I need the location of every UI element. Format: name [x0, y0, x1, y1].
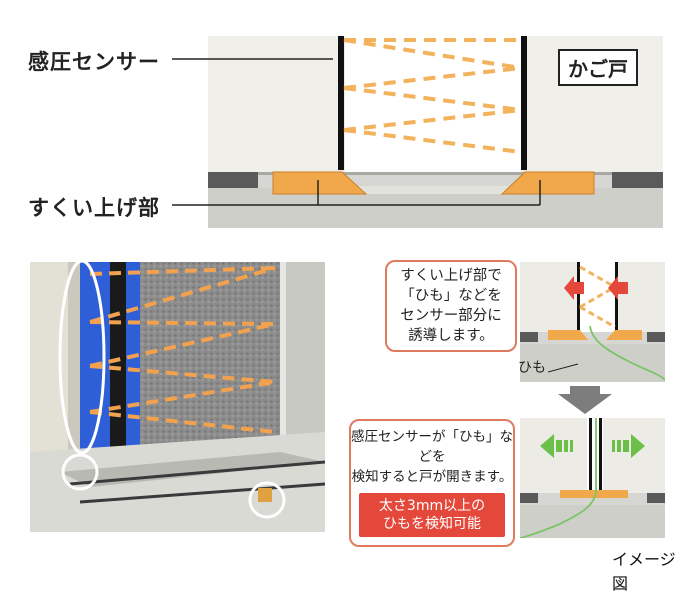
step2-string — [520, 418, 597, 538]
lift-highlight-right — [248, 481, 286, 519]
left-lift-part — [272, 171, 368, 195]
step1-lift-right — [606, 330, 642, 340]
right-lift-part — [500, 171, 595, 195]
guide-bubble: すくい上げ部で 「ひも」などを センサー部分に 誘導します。 — [385, 260, 517, 352]
down-arrow-icon — [558, 386, 612, 414]
pressure-sensor-label: 感圧センサー — [28, 50, 160, 74]
step1-string — [589, 325, 665, 381]
sill-groove-left — [208, 172, 258, 188]
left-pressure-sensor — [338, 36, 344, 170]
step2-diagram — [520, 418, 665, 538]
right-pressure-sensor — [521, 36, 527, 170]
green-arrow-left-icon — [540, 434, 573, 458]
cabin-floor — [140, 262, 280, 447]
sensor-beams — [343, 38, 522, 154]
sill-groove-right — [612, 172, 663, 188]
sensor-highlight-ellipse — [58, 262, 106, 455]
lift-highlight-left — [61, 453, 99, 491]
capability-note: 太さ3mm以上の ひもを検知可能 — [359, 493, 505, 537]
door-opening — [345, 36, 521, 172]
left-door-panel — [208, 36, 338, 172]
photo-beams — [89, 266, 276, 434]
image-note-label: イメージ図 — [612, 550, 676, 593]
red-arrow-right-icon — [564, 276, 584, 300]
detect-bubble: 感圧センサーが「ひも」などを 検知すると戸が開きます。 太さ3mm以上の ひもを… — [349, 419, 515, 547]
step1-lift-left — [548, 330, 588, 340]
step1-diagram — [520, 262, 665, 382]
step2-lift-part — [560, 490, 628, 498]
photo-sensor-edge — [110, 262, 126, 462]
green-arrow-right-icon — [612, 434, 645, 458]
top-floor — [208, 188, 663, 228]
string-label: ひも — [518, 360, 546, 376]
door-photo-illustration — [30, 262, 325, 532]
lift-part-label: すくい上げ部 — [28, 196, 160, 220]
red-arrow-left-icon — [608, 276, 628, 300]
car-door-label: かご戸 — [558, 49, 638, 86]
